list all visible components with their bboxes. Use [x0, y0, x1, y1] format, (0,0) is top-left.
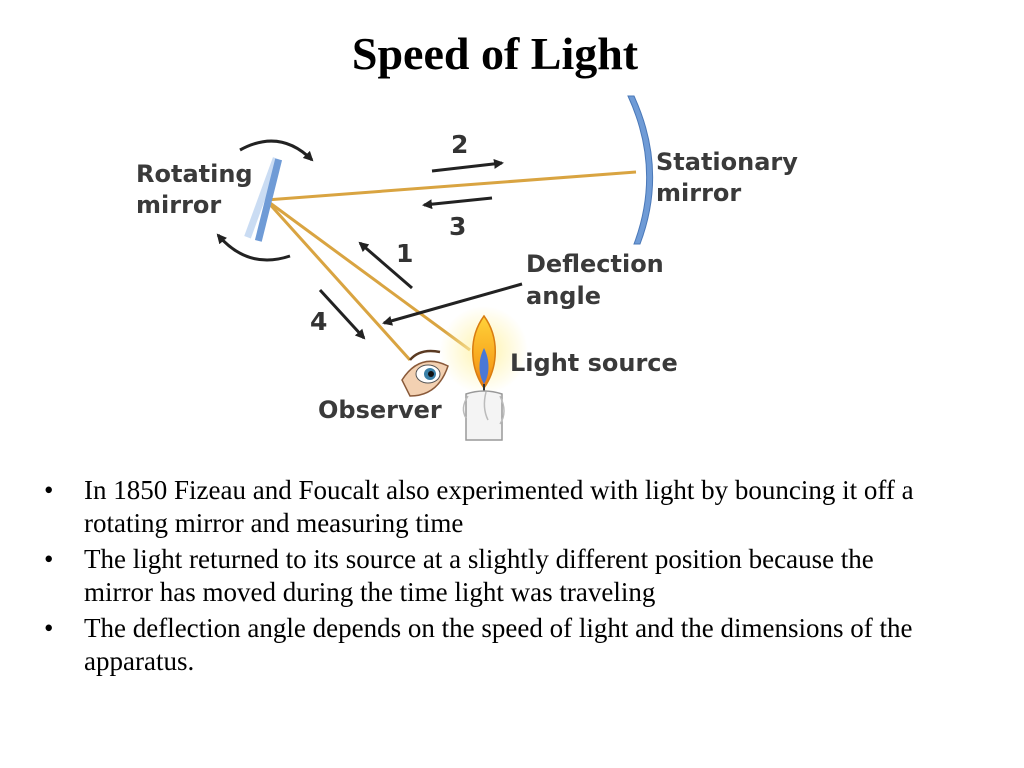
arrow-path-2: [431, 158, 504, 173]
path-number-4: 4: [310, 307, 327, 336]
bullet-list: • In 1850 Fizeau and Foucalt also experim…: [40, 474, 940, 681]
arrow-path-3: [422, 196, 493, 210]
bullet-text: The deflection angle depends on the spee…: [84, 613, 913, 676]
path-number-3: 3: [449, 212, 466, 241]
slide-title: Speed of Light: [351, 28, 639, 79]
rotating-mirror-label: mirror: [136, 191, 221, 219]
rotation-arrow-icon: [239, 139, 314, 162]
bullet-item: • The light returned to its source at a s…: [40, 543, 940, 609]
light-source-label: Light source: [510, 349, 678, 377]
path-number-1: 1: [396, 239, 413, 268]
deflection-angle-label: Deflection: [526, 250, 664, 278]
beam-to-stationary: [265, 170, 637, 202]
arrow-path-1: [358, 241, 413, 290]
rotating-mirror-icon: [244, 157, 283, 242]
bullet-marker: •: [44, 544, 54, 574]
bullet-text: In 1850 Fizeau and Foucalt also experime…: [84, 475, 914, 538]
bullet-text: The light returned to its source at a sl…: [84, 544, 874, 607]
rotation-arrow-icon: [216, 233, 291, 262]
candle-icon: [440, 306, 528, 441]
bullet-marker: •: [44, 613, 54, 643]
stationary-mirror-icon: [627, 95, 654, 245]
path-number-2: 2: [451, 130, 468, 159]
bullet-item: • In 1850 Fizeau and Foucalt also experim…: [40, 474, 940, 540]
stationary-mirror-label: mirror: [656, 179, 741, 207]
observer-label: Observer: [318, 396, 442, 424]
eye-icon: [401, 349, 449, 397]
deflection-angle-label: angle: [526, 282, 601, 310]
bullet-item: • The deflection angle depends on the spe…: [40, 612, 940, 678]
arrow-path-4: [318, 288, 366, 340]
light-beams: [264, 170, 637, 362]
beam-to-observer: [264, 198, 412, 362]
bullet-marker: •: [44, 475, 54, 505]
beam-from-source: [265, 198, 471, 352]
stationary-mirror-label: Stationary: [656, 148, 798, 176]
fizeau-foucault-diagram: Rotating mirror Stationary mirror Deflec…: [136, 95, 798, 441]
deflection-angle-pointer: [382, 282, 523, 326]
rotating-mirror-label: Rotating: [136, 160, 253, 188]
